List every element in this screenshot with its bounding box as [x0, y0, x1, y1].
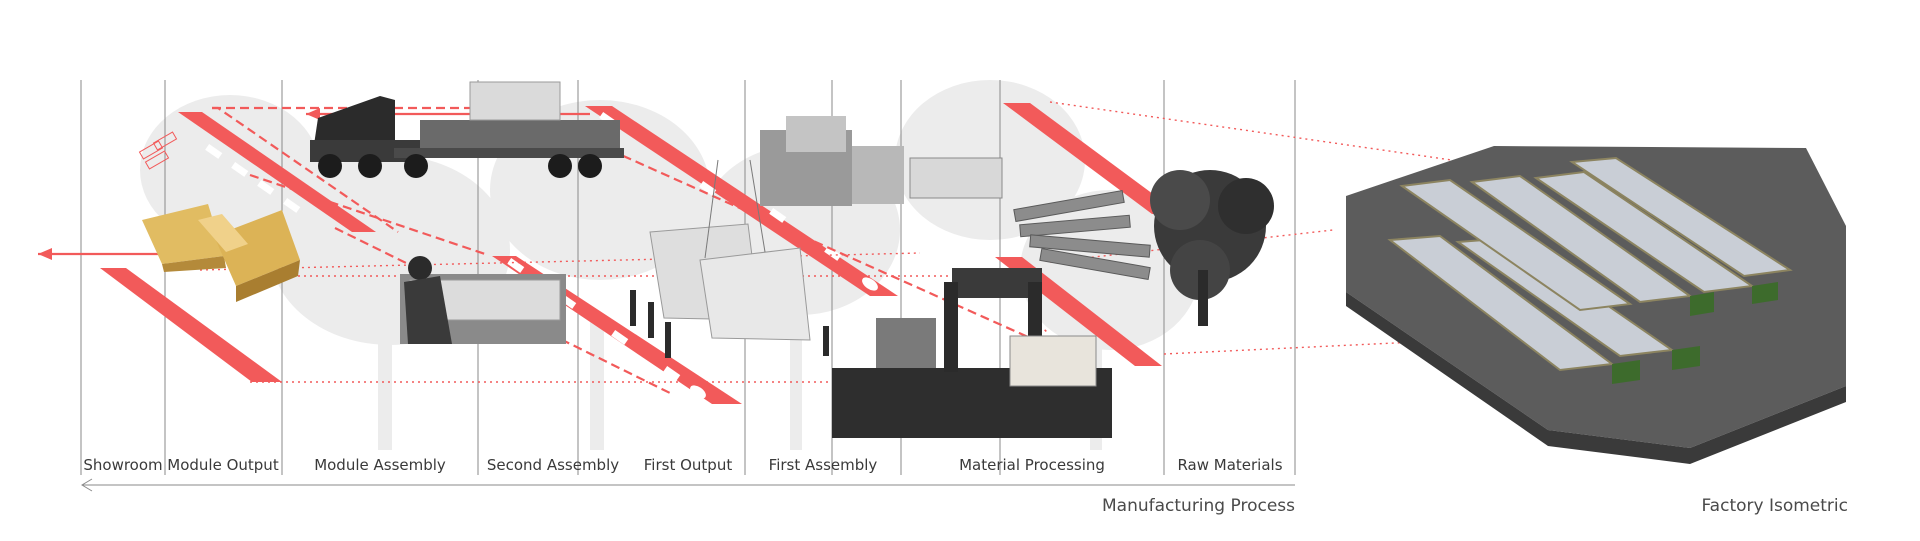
band-showroom: [100, 268, 282, 382]
stage-label: Raw Materials: [1177, 456, 1282, 474]
logs: [1013, 189, 1151, 281]
stage-labels: Showroom Module Output Module Assembly S…: [83, 456, 1282, 474]
caption-manufacturing-process: Manufacturing Process: [1102, 496, 1295, 516]
band-labels: [205, 111, 878, 399]
worker-assembly-photo: [400, 256, 566, 344]
stage-label: Module Output: [167, 456, 279, 474]
lumber-stacks: [760, 116, 1003, 206]
factory-isometric: [1346, 146, 1846, 464]
module-output-panels: [138, 131, 178, 170]
process-axis-arrow: [81, 478, 1295, 492]
band-first-output: [585, 106, 898, 296]
band-module-output: [178, 112, 376, 232]
stage-label: Material Processing: [959, 456, 1105, 474]
wall-panels: [630, 159, 829, 358]
cnc-machine-photo: [832, 268, 1112, 438]
timber-modules: [142, 204, 300, 302]
stage-label: Module Assembly: [314, 456, 446, 474]
band-raw-materials: [1003, 103, 1180, 214]
tree-photo: [1150, 170, 1274, 326]
stage-label: First Assembly: [769, 456, 878, 474]
truck-photo: [310, 81, 624, 178]
stage-label: Second Assembly: [487, 456, 619, 474]
caption-factory-isometric: Factory Isometric: [1701, 496, 1848, 516]
stage-label: Showroom: [83, 456, 162, 474]
stage-label: First Output: [644, 456, 733, 474]
